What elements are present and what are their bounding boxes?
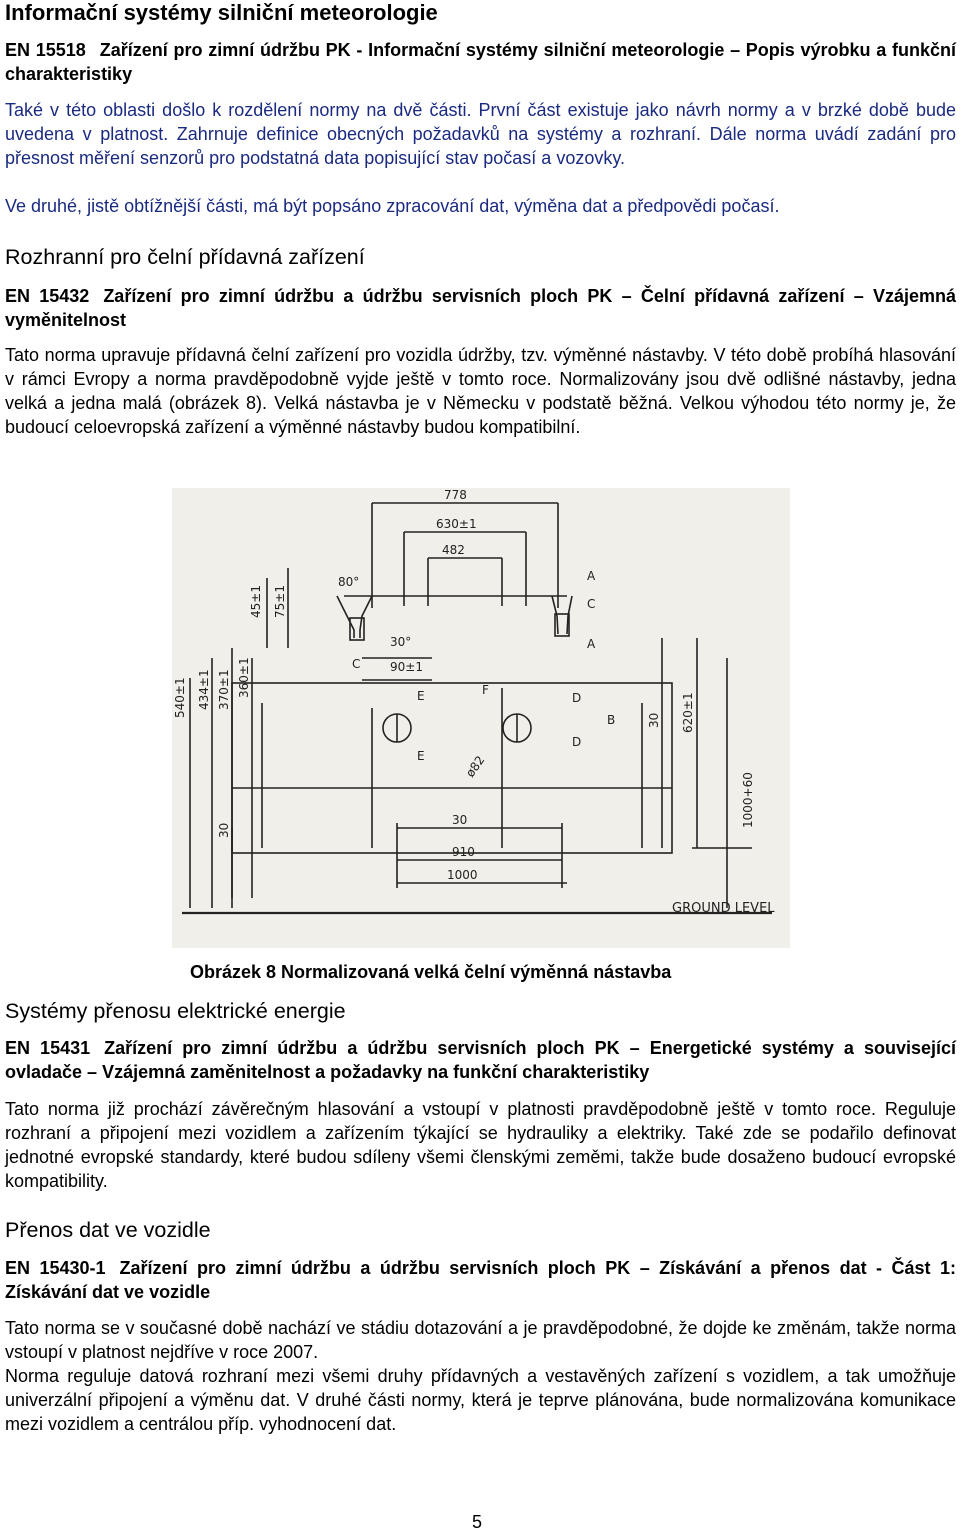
section-heading: Přenos dat ve vozidle bbox=[5, 1218, 211, 1242]
dim-label: 620±1 bbox=[681, 692, 695, 733]
section-heading: Informační systémy silniční meteorologie bbox=[5, 0, 438, 25]
point-label: C bbox=[587, 597, 595, 611]
dim-label: 1000 bbox=[447, 868, 478, 882]
standard-name: Zařízení pro zimní údržbu a údržbu servi… bbox=[5, 1258, 956, 1302]
point-label: C bbox=[352, 657, 360, 671]
dim-label: 80° bbox=[338, 575, 359, 589]
point-label: E bbox=[417, 689, 425, 703]
point-label: A bbox=[587, 569, 596, 583]
page-number: 5 bbox=[472, 1512, 483, 1532]
section-heading: Rozhranní pro čelní přídavná zařízení bbox=[5, 245, 365, 269]
right-dimensions bbox=[661, 638, 752, 908]
dim-label: 30° bbox=[390, 635, 411, 649]
paragraph: Norma reguluje datová rozhraní mezi všem… bbox=[5, 1366, 956, 1434]
left-dimensions bbox=[189, 568, 289, 908]
point-label: D bbox=[572, 735, 581, 749]
point-label: A bbox=[587, 637, 596, 651]
dim-label: 434±1 bbox=[197, 669, 211, 710]
dim-label: ø82 bbox=[463, 753, 487, 780]
dim-label: 360±1 bbox=[237, 657, 251, 698]
paragraph: Také v této oblasti došlo k rozdělení no… bbox=[5, 100, 956, 168]
figure-caption: Obrázek 8 Normalizovaná velká čelní výmě… bbox=[190, 962, 672, 982]
bottom-dimensions bbox=[182, 823, 772, 915]
standard-name: Zařízení pro zimní údržbu a údržbu servi… bbox=[5, 286, 956, 330]
point-label: B bbox=[607, 713, 615, 727]
dim-label: 540±1 bbox=[173, 677, 187, 718]
dim-label: 30 bbox=[452, 813, 467, 827]
paragraph: Ve druhé, jistě obtížnější části, má být… bbox=[5, 196, 780, 216]
top-dimensions bbox=[344, 502, 567, 608]
standard-code: EN 15430-1 bbox=[5, 1258, 106, 1278]
standard-code: EN 15518 bbox=[5, 40, 86, 60]
plate-outline bbox=[231, 682, 673, 854]
dim-label: 910 bbox=[452, 845, 475, 859]
standard-code: EN 15432 bbox=[5, 286, 90, 306]
upper-hooks bbox=[336, 595, 573, 641]
point-label: F bbox=[482, 683, 489, 697]
dim-label: 90±1 bbox=[390, 660, 423, 674]
paragraph: Tato norma upravuje přídavná čelní zaříz… bbox=[5, 345, 956, 437]
dim-label: 30 bbox=[647, 713, 661, 728]
dim-label: 778 bbox=[444, 488, 467, 502]
section-heading: Systémy přenosu elektrické energie bbox=[5, 999, 346, 1023]
dim-label: 1000+60 bbox=[741, 772, 755, 828]
technical-drawing: 778 630±1 482 80° 30° 90±1 bbox=[172, 488, 790, 948]
paragraph: Tato norma již prochází závěrečným hlaso… bbox=[5, 1099, 956, 1191]
dim-label: 370±1 bbox=[217, 669, 231, 710]
dim-label: 630±1 bbox=[436, 517, 477, 531]
point-label: E bbox=[417, 749, 425, 763]
ground-level-label: GROUND LEVEL bbox=[672, 901, 775, 916]
paragraph: Tato norma se v současné době nachází ve… bbox=[5, 1318, 956, 1362]
point-label: D bbox=[572, 691, 581, 705]
dim-label: 75±1 bbox=[273, 585, 287, 618]
standard-code: EN 15431 bbox=[5, 1038, 91, 1058]
dim-label: 45±1 bbox=[249, 585, 263, 618]
standard-name: Zařízení pro zimní údržbu PK - Informačn… bbox=[5, 40, 956, 84]
dim-label: 30 bbox=[217, 823, 231, 838]
dim-label: 482 bbox=[442, 543, 465, 557]
standard-name: Zařízení pro zimní údržbu a údržbu servi… bbox=[5, 1038, 957, 1082]
